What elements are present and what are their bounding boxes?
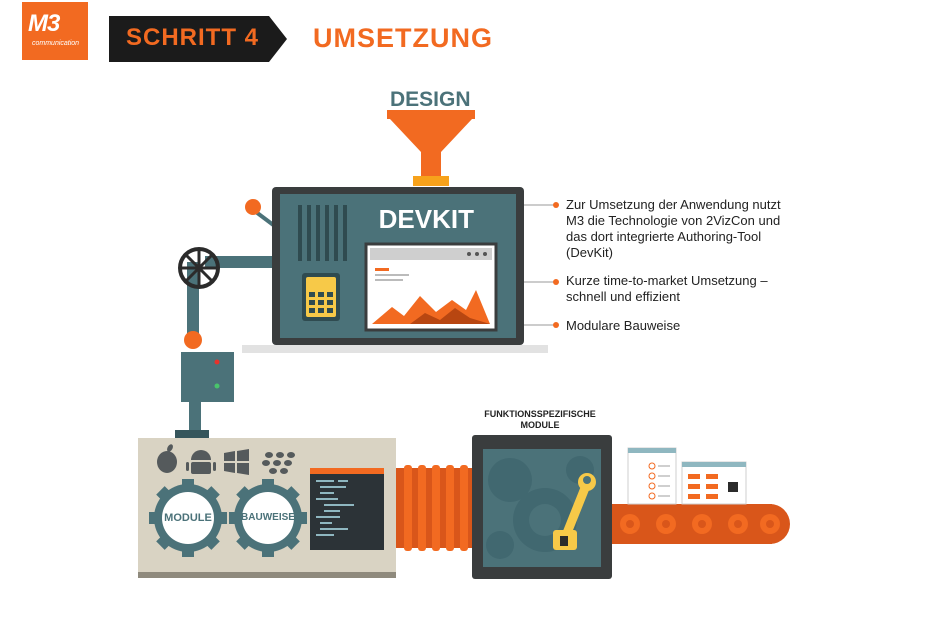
bullet-time-to-market: Kurze time-to-market Umsetzung – schnell… <box>566 273 806 305</box>
bullet-modular: Modulare Bauweise <box>566 318 786 334</box>
design-funnel <box>387 110 475 186</box>
module-card-1 <box>628 448 676 504</box>
devkit-label: DEVKIT <box>272 204 524 235</box>
code-screen <box>310 468 384 550</box>
bullet-technology: Zur Umsetzung der Anwendung nutzt M3 die… <box>566 197 786 261</box>
keypad-icon <box>302 273 340 321</box>
module-card-2 <box>682 462 746 504</box>
machine-arm <box>175 199 280 438</box>
valve-wheel-icon <box>180 249 218 287</box>
gear-label-bauweise: BAUWEISE <box>234 512 302 523</box>
conveyor-belt <box>612 504 790 544</box>
platform-machine <box>138 438 396 578</box>
accordion-connector <box>396 465 472 551</box>
design-label: DESIGN <box>390 88 471 112</box>
module-box <box>472 435 612 579</box>
module-box-label: FUNKTIONSSPEZIFISCHE MODULE <box>470 409 610 431</box>
devkit-screen <box>366 244 496 330</box>
gear-label-module: MODULE <box>154 512 222 524</box>
bullet-leaders <box>524 202 559 328</box>
